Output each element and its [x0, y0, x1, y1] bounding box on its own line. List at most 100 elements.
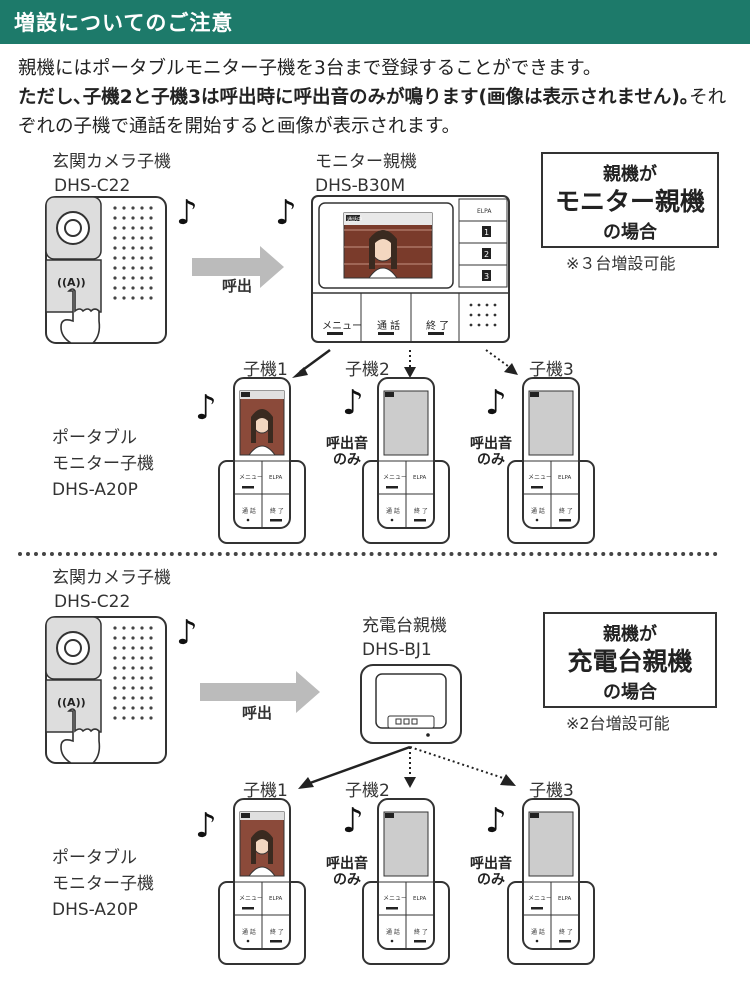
svg-text:ELPA: ELPA	[413, 475, 427, 481]
music-note-icon: ♪	[342, 383, 364, 423]
handset-1b: メニュー ELPA 通 話 終 了	[218, 798, 306, 965]
monitor-case-box: 親機が モニター親機 の場合	[541, 152, 719, 248]
svg-text:1: 1	[484, 228, 489, 237]
music-note-icon: ♪	[275, 193, 297, 233]
svg-text:メニュー: メニュー	[383, 474, 407, 481]
handset-2-label-2: 子機2	[345, 781, 390, 801]
ring-only-line2: のみ	[477, 452, 505, 468]
svg-text:メニュー: メニュー	[239, 474, 263, 481]
ring-only-label-2: 呼出音のみ	[326, 436, 368, 468]
portable-label-2: ポータブル モニター子機 DHS-A20P	[52, 845, 154, 923]
music-note-icon: ♪	[485, 383, 507, 423]
camera-label-text: 玄関カメラ子機	[52, 568, 171, 588]
music-note-icon: ♪	[485, 801, 507, 841]
portable-label-1: ポータブル モニター子機 DHS-A20P	[52, 425, 154, 503]
charger-label-text: 充電台親機	[362, 616, 447, 636]
handset-3-label-2: 子機3	[529, 781, 574, 801]
music-note-icon: ♪	[176, 613, 198, 653]
handset-2-label: 子機2	[345, 360, 390, 380]
camera-label-text: 玄関カメラ子機	[52, 152, 171, 172]
handset-3-label: 子機3	[529, 360, 574, 380]
monitor-base-unit: 通話中 ELPA 1 2 3	[311, 195, 510, 343]
svg-text:通 話: 通 話	[386, 928, 400, 936]
svg-text:メニュー: メニュー	[239, 895, 263, 902]
ring-only-label-3: 呼出音のみ	[470, 436, 512, 468]
ring-only-label-3b: 呼出音のみ	[470, 856, 512, 888]
charger-case-box: 親機が 充電台親機 の場合	[543, 612, 717, 708]
charger-label: 充電台親機 DHS-BJ1	[362, 614, 447, 662]
svg-text:ELPA: ELPA	[477, 208, 492, 215]
monitor-label: モニター親機 DHS-B30M	[315, 150, 417, 198]
svg-text:2: 2	[484, 250, 489, 259]
camera-model-text: DHS-C22	[54, 592, 131, 612]
camera-model-text: DHS-C22	[54, 176, 131, 196]
svg-text:通話中: 通話中	[347, 216, 362, 223]
svg-text:((A)): ((A))	[57, 276, 86, 289]
svg-text:メニュー: メニュー	[528, 474, 552, 481]
intro-rest-text: それぞれの子機で通話を開始すると画像が表示されます。	[18, 87, 727, 137]
svg-text:メニュー: メニュー	[383, 895, 407, 902]
portable-model: DHS-A20P	[52, 900, 138, 920]
monitor-model-text: DHS-B30M	[315, 176, 406, 196]
pointing-finger-icon	[60, 288, 101, 344]
svg-text:通 話: 通 話	[386, 507, 400, 515]
ring-only-line1: 呼出音	[470, 436, 512, 452]
ring-only-line2: のみ	[477, 872, 505, 888]
monitor-menu-button: メニュー	[322, 321, 362, 332]
add-limit-note-1: ※３台増設可能	[566, 254, 676, 273]
svg-text:ELPA: ELPA	[413, 896, 427, 902]
svg-text:終 了: 終 了	[559, 928, 573, 936]
svg-text:ELPA: ELPA	[558, 475, 572, 481]
intro-bold-text: ただし､子機2と子機3は呼出時に呼出音のみが鳴ります(画像は表示されません)｡	[18, 87, 690, 108]
handset-1-label: 子機1	[243, 360, 288, 380]
box-line2: モニター親機	[554, 187, 705, 216]
svg-text:メニュー: メニュー	[528, 895, 552, 902]
svg-text:終 了: 終 了	[270, 928, 284, 936]
box-line2: 充電台親機	[567, 647, 693, 676]
box-line3: の場合	[603, 222, 657, 243]
svg-text:終 了: 終 了	[414, 507, 428, 515]
svg-text:3: 3	[484, 272, 489, 281]
monitor-label-text: モニター親機	[315, 152, 417, 172]
monitor-end-button: 終 了	[426, 321, 450, 332]
door-camera-2: ((A))	[45, 616, 167, 764]
ring-only-label-2b: 呼出音のみ	[326, 856, 368, 888]
svg-text:ELPA: ELPA	[269, 475, 283, 481]
portable-label-line2: モニター子機	[52, 454, 154, 474]
portable-label-line1: ポータブル	[52, 428, 137, 448]
svg-text:通 話: 通 話	[531, 507, 545, 515]
handset-arrows-2	[298, 745, 516, 789]
call-arrow-1	[192, 246, 284, 288]
call-label-2: 呼出	[242, 704, 273, 722]
add-limit-note-2: ※2台増設可能	[566, 714, 670, 733]
door-camera-1: ((A))	[45, 196, 167, 344]
svg-text:通 話: 通 話	[242, 507, 256, 515]
camera-label-2: 玄関カメラ子機 DHS-C22	[52, 566, 171, 614]
portable-label-line1: ポータブル	[52, 848, 137, 868]
svg-text:終 了: 終 了	[270, 507, 284, 515]
svg-text:ELPA: ELPA	[269, 896, 283, 902]
charger-base	[360, 664, 462, 744]
handset-2: メニュー ELPA 通 話 終 了	[362, 377, 450, 544]
handset-1: メニュー ELPA 通 話 終 了	[218, 377, 306, 544]
camera-label-1: 玄関カメラ子機 DHS-C22	[52, 150, 171, 198]
svg-text:((A)): ((A))	[57, 696, 86, 709]
ring-only-line2: のみ	[333, 872, 361, 888]
handset-2b: メニュー ELPA 通 話 終 了	[362, 798, 450, 965]
portable-model: DHS-A20P	[52, 480, 138, 500]
monitor-talk-button: 通 話	[377, 321, 401, 332]
intro-text: 親機にはポータブルモニター子機を3台まで登録することができます。 ただし､子機2…	[18, 54, 738, 141]
box-line1: 親機が	[603, 164, 657, 185]
call-arrow-2	[200, 671, 320, 713]
intro-line2: ただし､子機2と子機3は呼出時に呼出音のみが鳴ります(画像は表示されません)｡そ…	[18, 83, 738, 141]
svg-text:ELPA: ELPA	[558, 896, 572, 902]
handset-arrows-1	[292, 348, 518, 378]
portable-label-line2: モニター子機	[52, 874, 154, 894]
pointing-finger-icon	[60, 708, 101, 764]
svg-text:終 了: 終 了	[559, 507, 573, 515]
music-note-icon: ♪	[195, 806, 217, 846]
box-line1: 親機が	[603, 624, 657, 645]
ring-only-line1: 呼出音	[326, 856, 368, 872]
section-header: 増設についてのご注意	[0, 0, 750, 44]
ring-only-line2: のみ	[333, 452, 361, 468]
